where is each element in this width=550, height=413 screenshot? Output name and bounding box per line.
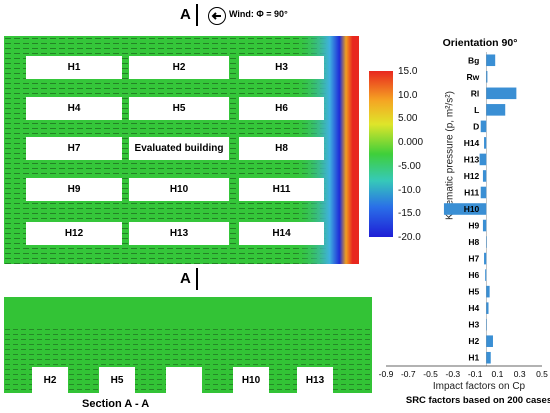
x-tick-label: -0.7 [401, 369, 416, 379]
x-tick-label: -0.3 [446, 369, 461, 379]
building-h9: H9 [26, 178, 122, 201]
bar-h9 [482, 219, 487, 232]
building-h11: H11 [239, 178, 324, 201]
colorbar-tick: 10.0 [398, 89, 418, 101]
y-tick-label: H13 [464, 154, 480, 164]
bar-h10 [443, 203, 487, 215]
bar-h3 [486, 318, 487, 331]
building-h6: H6 [239, 97, 324, 120]
building-h5: H5 [129, 97, 229, 120]
y-tick-label: Rl [471, 88, 480, 98]
colorbar-tick: -20.0 [398, 232, 421, 243]
building-h14: H14 [239, 222, 324, 245]
wind-label: Wind: Φ = 90° [229, 9, 288, 19]
section-title: Section A - A [82, 398, 150, 410]
x-tick-label: 0.5 [536, 369, 548, 379]
colorbar-tick: -15.0 [398, 208, 421, 220]
section-building-evaluated [166, 367, 202, 393]
bar-l [486, 104, 506, 116]
y-tick-label: H7 [468, 254, 479, 264]
bar-h1 [486, 351, 491, 364]
colorbar-tick: -10.0 [398, 184, 421, 196]
building-h12: H12 [26, 222, 122, 245]
section-building-h10: H10 [233, 367, 269, 393]
x-tick-label: 0.1 [492, 369, 504, 379]
bar-h13 [479, 153, 487, 166]
y-tick-label: H3 [468, 320, 479, 330]
bar-d [480, 120, 487, 133]
section-line-bottom [196, 268, 198, 290]
colorbar-tick: -5.00 [398, 160, 421, 172]
section-building-h5: H5 [99, 367, 135, 393]
y-tick-label: H12 [464, 171, 480, 181]
building-h3: H3 [239, 56, 324, 79]
bar-rl [486, 87, 517, 100]
bar-h11 [480, 186, 487, 199]
wind-arrow-icon [208, 7, 226, 25]
section-building-h2: H2 [32, 367, 68, 393]
building-evaluated: Evaluated building [129, 137, 229, 160]
section-building-h13: H13 [297, 367, 333, 393]
y-tick-label: H6 [468, 270, 479, 280]
bar-h6 [485, 269, 487, 281]
x-axis-label: Impact factors on Cp [433, 381, 526, 392]
y-tick-label: H4 [468, 303, 479, 313]
building-h1: H1 [26, 56, 122, 79]
y-tick-label: H9 [468, 221, 479, 231]
building-h4: H4 [26, 97, 122, 120]
y-tick-label: H2 [468, 336, 479, 346]
bar-h4 [486, 302, 489, 314]
building-h7: H7 [26, 137, 122, 160]
bar-h5 [486, 285, 490, 298]
section-marker-top: A [180, 6, 191, 23]
y-tick-label: L [474, 105, 479, 115]
x-tick-label: -0.9 [379, 369, 394, 379]
bar-h2 [486, 335, 493, 347]
pressure-colorbar [369, 71, 393, 237]
y-tick-label: H1 [468, 353, 479, 363]
y-tick-label: Rw [467, 72, 480, 82]
bar-h7 [484, 252, 487, 265]
building-h10: H10 [129, 178, 229, 201]
y-tick-label: H5 [468, 287, 479, 297]
bar-h14 [484, 137, 487, 149]
bar-rw [486, 71, 488, 83]
y-tick-label: H14 [464, 138, 480, 148]
x-tick-label: 0.3 [514, 369, 526, 379]
bar-h12 [482, 170, 487, 182]
building-h8: H8 [239, 137, 324, 160]
colorbar-tick: 5.00 [398, 113, 418, 125]
x-tick-label: -0.1 [468, 369, 483, 379]
x-tick-label: -0.5 [423, 369, 438, 379]
bar-h8 [486, 236, 487, 248]
colorbar-tick: 0.000 [398, 137, 424, 149]
y-tick-label: D [473, 121, 479, 131]
y-tick-label: H11 [464, 187, 479, 197]
y-tick-label: H10 [464, 204, 480, 214]
section-view: H2 H5 H10 H13 [4, 297, 372, 393]
chart-title: Orientation 90° [443, 37, 518, 49]
section-line-top [196, 4, 198, 26]
section-marker-bottom: A [180, 270, 191, 287]
chart-caption: SRC factors based on 200 cases [406, 395, 550, 406]
y-tick-label: H8 [468, 237, 479, 247]
colorbar-tick: 15.0 [398, 66, 418, 77]
building-h2: H2 [129, 56, 229, 79]
bar-bg [486, 54, 496, 67]
building-h13: H13 [129, 222, 229, 245]
y-tick-label: Bg [468, 55, 479, 65]
